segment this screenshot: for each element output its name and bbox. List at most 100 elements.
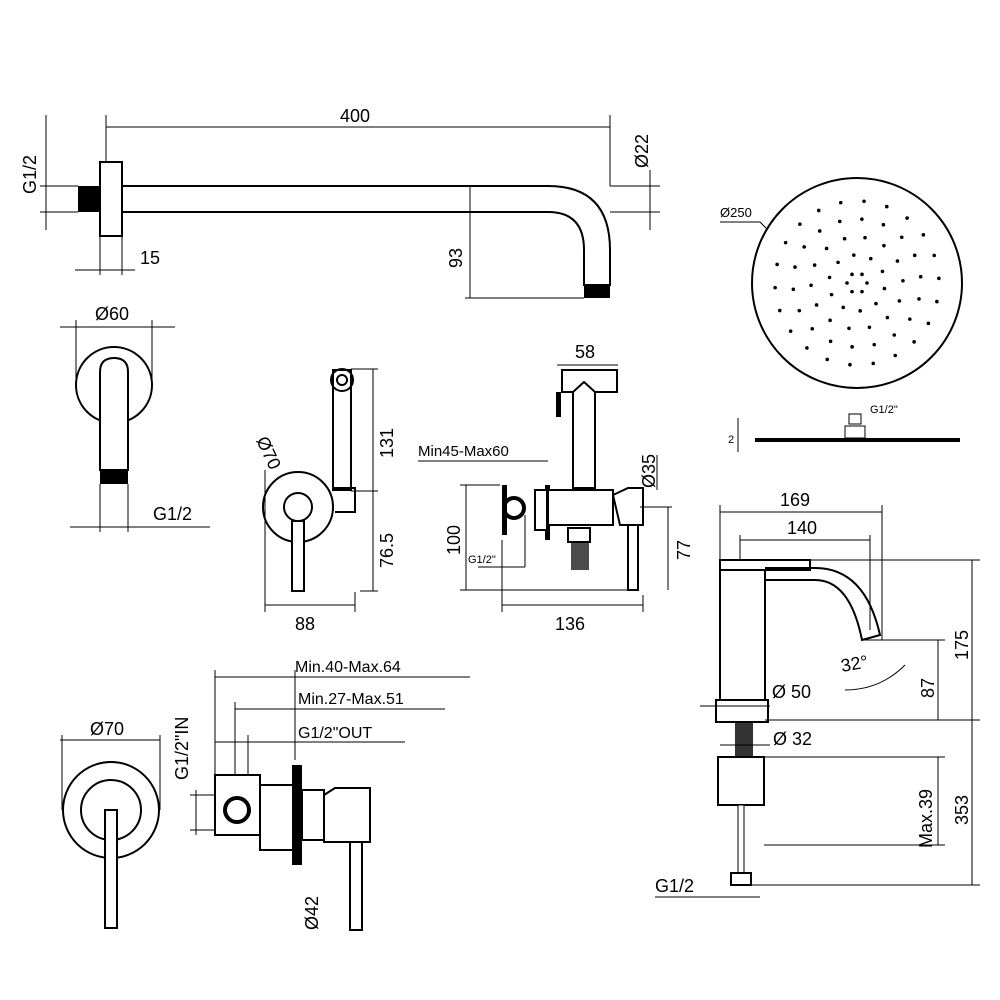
side-diameter-label: Ø70 bbox=[252, 433, 285, 472]
bidet-lower-height-label: 77 bbox=[674, 540, 694, 560]
nozzle-dot bbox=[905, 216, 909, 220]
bidet-thread-label: G1/2" bbox=[468, 554, 496, 566]
shower-head-profile bbox=[755, 438, 960, 442]
nozzle-dot bbox=[912, 253, 917, 258]
nozzle-dot bbox=[828, 339, 833, 344]
nozzle-dot bbox=[865, 281, 869, 285]
nozzle-dot bbox=[860, 217, 864, 221]
inlet-label: G1/2"IN bbox=[172, 717, 192, 780]
nozzle-dot bbox=[895, 259, 900, 263]
nozzle-dot bbox=[791, 287, 796, 292]
nozzle-dot bbox=[852, 253, 856, 257]
nozzle-dot bbox=[842, 236, 847, 241]
nozzle-dot bbox=[824, 246, 829, 251]
head-thread-label: G1/2" bbox=[870, 404, 898, 416]
nozzle-dot bbox=[921, 233, 926, 237]
nozzle-dot bbox=[777, 308, 782, 313]
shower-head-drawing: Ø250 G1/2" 2 bbox=[720, 177, 963, 452]
nozzle-dot bbox=[837, 219, 842, 224]
mixer-spout-reach-label: 140 bbox=[787, 518, 817, 538]
nozzle-dot bbox=[816, 208, 821, 213]
range-inner-label: Min.27-Max.51 bbox=[298, 691, 404, 708]
nozzle-dot bbox=[802, 245, 806, 249]
mixer-thread-label: G1/2 bbox=[655, 876, 694, 896]
nozzle-dot bbox=[860, 272, 864, 277]
nozzle-dot bbox=[882, 286, 887, 291]
nozzle-dot bbox=[874, 301, 878, 306]
nozzle-dot bbox=[775, 262, 779, 267]
bidet-valve-drawing: 58 Min45-Max60 100 G1/2" 136 Ø35 77 bbox=[418, 342, 694, 634]
mixer-hose-length-label: 353 bbox=[952, 795, 972, 825]
nozzle-dot bbox=[788, 329, 793, 333]
nozzle-dot bbox=[836, 260, 840, 265]
nozzle-dot bbox=[817, 229, 822, 233]
nozzle-dot bbox=[827, 275, 832, 280]
nozzle-dot bbox=[868, 256, 873, 261]
mixer-body bbox=[719, 559, 766, 723]
nozzle-dot bbox=[793, 265, 797, 269]
mixer-angle-label: 32° bbox=[839, 652, 869, 676]
nozzle-dot bbox=[838, 200, 843, 205]
arm-drop-label: 93 bbox=[446, 248, 466, 268]
flange-depth-label: 15 bbox=[140, 248, 160, 268]
mixer-shank-diameter-label: Ø 32 bbox=[773, 729, 812, 749]
bidet-head-width-label: 58 bbox=[575, 342, 595, 362]
nozzle-dot bbox=[912, 340, 916, 344]
nozzle-dot bbox=[862, 199, 866, 204]
nozzle-dot bbox=[935, 299, 939, 304]
nozzle-dot bbox=[899, 235, 904, 240]
arm-diameter-label: Ø22 bbox=[632, 134, 652, 168]
hand-shower-side-drawing: 88 131 76.5 Ø70 bbox=[252, 368, 397, 634]
nozzle-dot bbox=[893, 353, 898, 358]
nozzle-dot bbox=[901, 278, 905, 283]
arm-thread bbox=[78, 186, 100, 212]
nozzle-dot bbox=[773, 285, 777, 290]
nozzle-dot bbox=[885, 315, 890, 320]
concealed-mixer-drawing: Ø70 Min.40-Max.64 Min.27-Max.51 G1/2"OUT… bbox=[60, 659, 470, 931]
nozzle-dot bbox=[937, 276, 941, 281]
nozzle-dot bbox=[867, 325, 872, 330]
nozzle-dot bbox=[783, 240, 788, 245]
nozzle-dot bbox=[798, 222, 802, 226]
nozzle-dot bbox=[918, 274, 923, 279]
nozzle-dot bbox=[829, 292, 834, 297]
nozzle-dot bbox=[908, 317, 912, 321]
outlet-label: G1/2"OUT bbox=[298, 725, 372, 742]
nozzle-dot bbox=[872, 342, 877, 347]
flange-thread-label: G1/2 bbox=[153, 504, 192, 524]
shower-head-top bbox=[751, 177, 963, 389]
shower-arm-drawing: 400 Ø22 G1/2 15 93 bbox=[20, 106, 660, 299]
nozzle-dot bbox=[892, 333, 897, 337]
nozzle-dot bbox=[850, 272, 854, 277]
nozzle-dot bbox=[812, 263, 817, 267]
bidet-diameter-label: Ø35 bbox=[639, 454, 659, 488]
mixer-height-label: 175 bbox=[952, 630, 972, 660]
side-lower-height-label: 76.5 bbox=[377, 533, 397, 568]
nozzle-dot bbox=[825, 357, 830, 362]
nozzle-dot bbox=[884, 204, 889, 209]
nozzle-dot bbox=[797, 308, 802, 313]
nozzle-dot bbox=[850, 289, 854, 294]
basin-mixer-drawing: 169 140 175 87 32° Ø 50 Ø 32 Max.39 353 … bbox=[655, 490, 980, 898]
nozzle-dot bbox=[805, 346, 809, 350]
nozzle-dot bbox=[828, 318, 832, 323]
side-height-label: 131 bbox=[377, 428, 397, 458]
nozzle-dot bbox=[845, 281, 849, 285]
nozzle-dot bbox=[882, 243, 886, 248]
nozzle-dot bbox=[847, 326, 851, 331]
arm-flange bbox=[99, 161, 123, 237]
range-outer-label: Min.40-Max.64 bbox=[295, 659, 401, 676]
arm-flange-drawing: Ø60 G1/2 bbox=[60, 304, 210, 532]
mixer-total-reach-label: 169 bbox=[780, 490, 810, 510]
bidet-height-label: 100 bbox=[444, 525, 464, 555]
bidet-wall-range-label: Min45-Max60 bbox=[418, 443, 509, 460]
plate-diameter-label: Ø70 bbox=[90, 719, 124, 739]
nozzle-dot bbox=[848, 362, 852, 367]
arm-thread-label: G1/2 bbox=[20, 155, 40, 194]
head-diameter-label: Ø250 bbox=[720, 205, 752, 220]
nozzle-dot bbox=[926, 321, 931, 326]
mixer-base-diameter-label: Ø 50 bbox=[772, 682, 811, 702]
arm-length-label: 400 bbox=[340, 106, 370, 126]
nozzle-dot bbox=[863, 235, 867, 240]
